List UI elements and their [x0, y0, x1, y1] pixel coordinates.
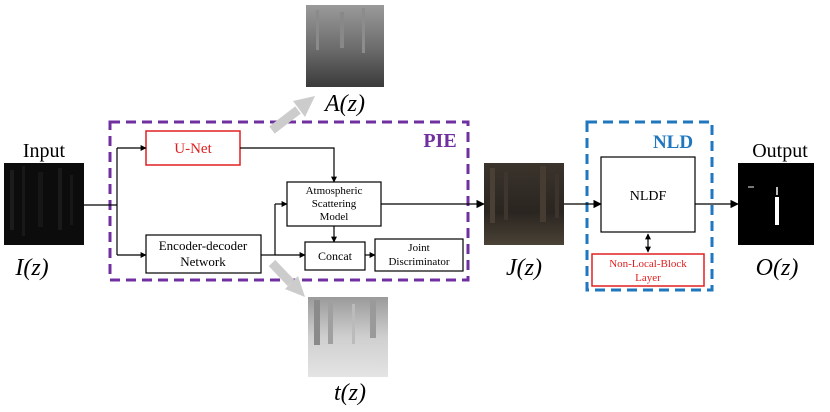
nlb-label-line1: Non-Local-Block — [609, 258, 687, 270]
asm-label-line3: Model — [320, 211, 349, 223]
encoder-label-line2: Network — [180, 254, 226, 269]
nldf-block — [600, 156, 696, 233]
input-label: Input — [23, 140, 66, 162]
input-image — [4, 163, 84, 245]
output-label: Output — [752, 140, 808, 162]
atmospheric-light-image — [306, 5, 384, 87]
iz-label: I(z) — [14, 255, 48, 281]
transmission-map-image — [308, 297, 388, 377]
arrow-unet-to-asm — [240, 147, 337, 183]
tz-label: t(z) — [334, 380, 366, 406]
nld-label: NLD — [653, 132, 693, 153]
encoder-label-line1: Encoder-decoder — [159, 238, 248, 253]
connectors — [84, 145, 739, 258]
asm-label-line1: Atmospheric — [306, 185, 363, 197]
gray-arrows — [268, 96, 315, 297]
unet-label: U-Net — [174, 141, 212, 157]
asm-label-line2: Scattering — [312, 198, 357, 210]
nld-group-box — [585, 120, 714, 292]
non-local-block-layer — [591, 253, 705, 287]
nldf-label: NLDF — [630, 189, 667, 204]
gray-arrow-to-tz-shaft — [268, 259, 295, 287]
gray-arrow-to-az-head — [293, 96, 315, 117]
joint-label-line1: Joint — [408, 242, 429, 254]
pie-label: PIE — [423, 130, 456, 152]
concat-label: Concat — [318, 249, 353, 263]
gray-arrow-to-az-shaft — [269, 106, 301, 134]
joint-label-line2: Discriminator — [388, 256, 449, 268]
dehazed-image — [484, 163, 564, 245]
jz-label: J(z) — [506, 255, 542, 281]
output-image — [738, 163, 814, 245]
az-label: A(z) — [323, 91, 365, 117]
nlb-label-line2: Layer — [635, 272, 661, 284]
oz-label: O(z) — [756, 255, 799, 281]
gray-arrow-to-tz-head — [285, 276, 305, 297]
